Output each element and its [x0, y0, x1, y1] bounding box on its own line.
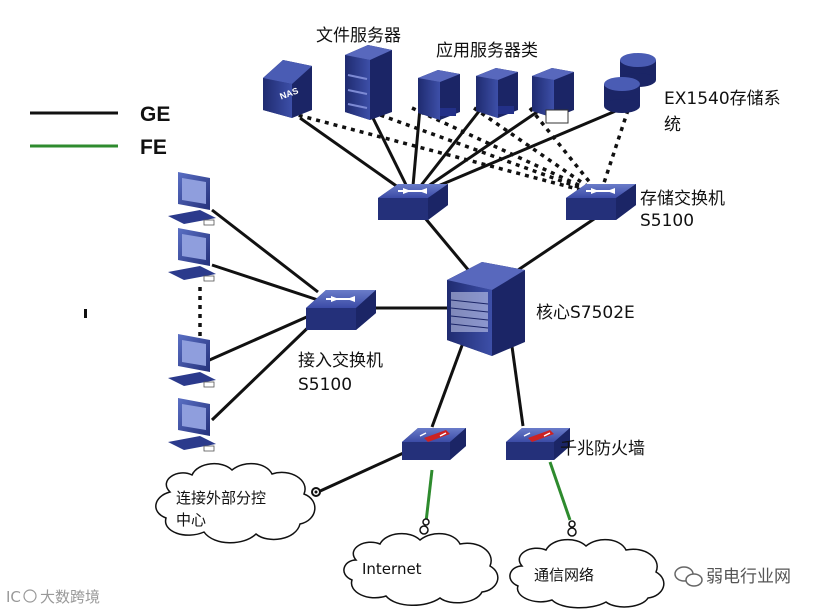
external-center-label-1: 连接外部分控: [176, 489, 266, 507]
core-label: 核心S7502E: [536, 303, 635, 323]
wechat-icon: [674, 566, 703, 587]
pc-4-icon: [168, 398, 216, 452]
internet-label: Internet: [362, 560, 422, 578]
links: [198, 106, 630, 523]
watermark-left-logo-icon: IC: [6, 588, 21, 606]
watermark-left: IC 大数跨境: [6, 588, 100, 606]
firewall-1-icon: [402, 428, 466, 460]
pc-2-icon: [168, 228, 216, 282]
legend: GE FE: [30, 103, 170, 159]
telecom-cloud: [509, 520, 665, 609]
stray-mark: [84, 309, 87, 318]
access-switch-icon: [306, 290, 376, 330]
app-server-3-icon: [532, 68, 574, 124]
access-switch-label-1: 接入交换机: [298, 351, 383, 371]
firewall-label: 千兆防火墙: [560, 439, 645, 459]
watermark-left-text: 大数跨境: [40, 588, 100, 606]
file-server-label: 文件服务器: [316, 26, 401, 46]
legend-fe-label: FE: [140, 136, 167, 159]
storage-switch-icon: [566, 184, 636, 220]
watermark-right: 弱电行业网: [674, 566, 791, 587]
watermark-right-text: 弱电行业网: [706, 567, 791, 587]
app-server-2-icon: [476, 68, 518, 118]
access-switch-label-2: S5100: [298, 375, 352, 395]
app-servers-label: 应用服务器类: [436, 41, 538, 61]
storage-switch-label-1: 存储交换机: [640, 189, 725, 209]
external-center-label-2: 中心: [176, 511, 206, 529]
app-server-1-icon: [418, 70, 460, 120]
storage-system-icon: [604, 53, 656, 113]
firewall-2-icon: [506, 428, 570, 460]
storage-system-label-2: 统: [664, 115, 681, 135]
external-center-cloud: [155, 462, 316, 544]
core-switch-icon: [447, 262, 525, 356]
telecom-label: 通信网络: [534, 566, 594, 584]
nas-device: NAS: [263, 60, 312, 118]
server-switch-icon: [378, 184, 448, 220]
internet-cloud: [343, 518, 499, 606]
pc-1-icon: [168, 172, 216, 226]
legend-ge-label: GE: [140, 103, 170, 126]
storage-system-label-1: EX1540存储系: [664, 89, 781, 109]
storage-switch-label-2: S5100: [640, 211, 694, 231]
pc-3-icon: [168, 334, 216, 388]
file-server-icon: [345, 45, 392, 120]
